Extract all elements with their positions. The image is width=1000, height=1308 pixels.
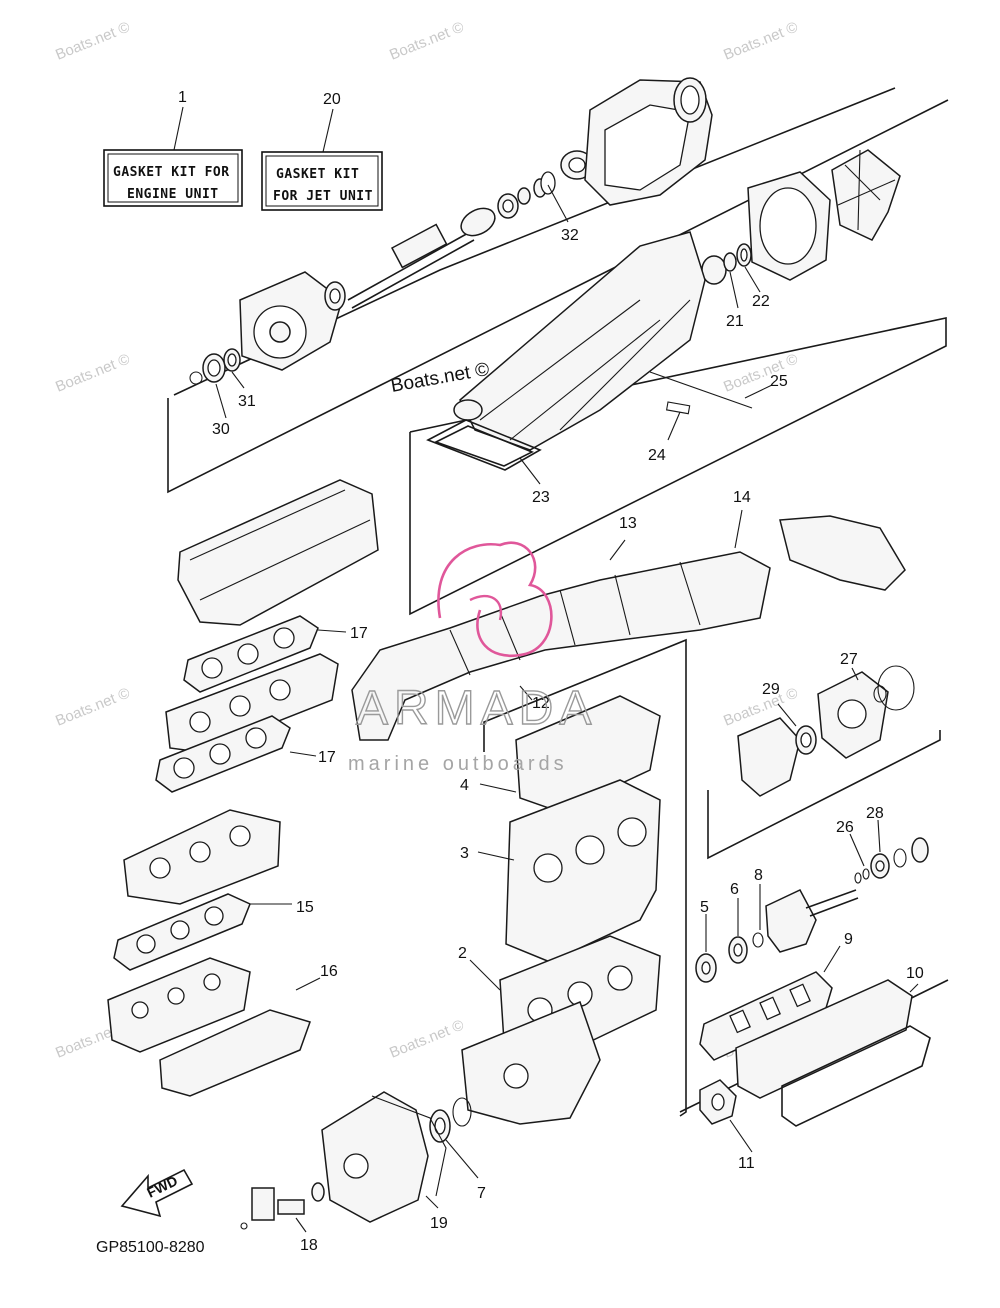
kit-label-line2: FOR JET UNIT	[273, 189, 373, 204]
callout-17: 17	[350, 625, 368, 642]
reed-valve-assembly: 16	[107, 957, 338, 1097]
callout-10: 10	[906, 965, 924, 982]
kit-label-line2: ENGINE UNIT	[127, 187, 219, 202]
watermark: Boats.net ©	[387, 1016, 466, 1061]
cylinder-gasket	[165, 653, 339, 753]
head-gasket-17b: 17	[155, 715, 336, 793]
head-gasket-17a: 17	[183, 615, 368, 693]
diagram-code: GP85100-8280	[96, 1239, 205, 1256]
intake-gasket-15: 15	[113, 893, 314, 971]
callout-21: 21	[726, 313, 744, 330]
callout-18: 18	[300, 1237, 318, 1254]
impeller-housing-top	[584, 77, 713, 206]
callout-1: 1	[178, 89, 187, 106]
fwd-label: FWD	[144, 1172, 180, 1200]
callout-5: 5	[700, 899, 709, 916]
exhaust-assembly: 13 14 12	[351, 489, 906, 741]
callout-9: 9	[844, 931, 853, 948]
callout-22: 22	[752, 293, 770, 310]
callout-21-22: 21 22	[701, 243, 770, 330]
kit-label-line1: GASKET KIT FOR	[113, 165, 230, 180]
engine-cover	[177, 479, 379, 626]
callout-19: 19	[430, 1215, 448, 1232]
callout-28: 28	[866, 805, 884, 822]
carburetor-assembly	[123, 809, 281, 905]
callout-7: 7	[477, 1185, 486, 1202]
callout-24: 24	[648, 447, 666, 464]
kit-engine-unit: 1 GASKET KIT FOR ENGINE UNIT	[103, 89, 243, 207]
callout-15: 15	[296, 899, 314, 916]
callout-26: 26	[836, 819, 854, 836]
crankcase: 2	[458, 935, 661, 1125]
intake-duct: 23 24 25	[426, 231, 788, 506]
intake-frame	[409, 317, 947, 616]
drive-shaft-assembly	[347, 150, 594, 309]
callout-14: 14	[733, 489, 751, 506]
exhaust-manifold: 9 10 11	[699, 931, 931, 1172]
callout-6: 6	[730, 881, 739, 898]
callout-23: 23	[532, 489, 550, 506]
callout-label: 32	[561, 227, 579, 244]
callout-32: 32	[547, 184, 579, 244]
cylinder-block: 3	[460, 779, 661, 963]
callout-8: 8	[754, 867, 763, 884]
coupler-assembly: 5 6 8 26 28	[695, 805, 929, 983]
watermark: Boats.net ©	[721, 18, 800, 63]
callout-4: 4	[460, 777, 469, 794]
callout-13: 13	[619, 515, 637, 532]
watermark: Boats.net ©	[53, 18, 132, 63]
oil-pump-18: 18	[240, 1182, 325, 1254]
watermark: Boats.net ©	[53, 350, 132, 395]
callout-17: 17	[318, 749, 336, 766]
kit-jet-unit: 20 GASKET KIT FOR JET UNIT	[261, 91, 383, 211]
callout-2: 2	[458, 945, 467, 962]
bearing-housing-29: 29	[737, 681, 817, 797]
callout-29: 29	[762, 681, 780, 698]
callout-25: 25	[770, 373, 788, 390]
watermark: Boats.net ©	[721, 684, 800, 729]
flywheel-cover: 19	[321, 1091, 448, 1232]
pump-housing	[239, 271, 346, 371]
callout-27: 27	[840, 651, 858, 668]
cylinder-head: 4	[460, 695, 661, 813]
watermark: Boats.net ©	[387, 18, 466, 63]
bearing-30-31: 30 31	[189, 348, 256, 438]
callout-30: 30	[212, 421, 230, 438]
callout-3: 3	[460, 845, 469, 862]
oil-seal-7: 7	[429, 1097, 486, 1202]
callout-11: 11	[738, 1155, 755, 1172]
logo-tagline: marine outboards	[348, 753, 568, 775]
coupler-frame	[707, 730, 941, 860]
callout-16: 16	[320, 963, 338, 980]
logo-name: ARMADA	[356, 682, 597, 735]
fwd-arrow: FWD	[120, 1168, 194, 1218]
watermark: Boats.net ©	[53, 684, 132, 729]
nozzle-assembly	[747, 149, 901, 281]
callout-31: 31	[238, 393, 256, 410]
logo-mark-icon	[437, 541, 553, 658]
callout-20: 20	[323, 91, 341, 108]
jet-frame-lower	[167, 99, 949, 494]
callout-12: 12	[532, 695, 550, 712]
engine-bracket	[483, 638, 687, 1117]
armada-logo: ARMADA marine outboards	[348, 541, 597, 775]
intermediate-housing: 27	[817, 651, 915, 759]
kit-label-line1: GASKET KIT	[276, 167, 359, 182]
